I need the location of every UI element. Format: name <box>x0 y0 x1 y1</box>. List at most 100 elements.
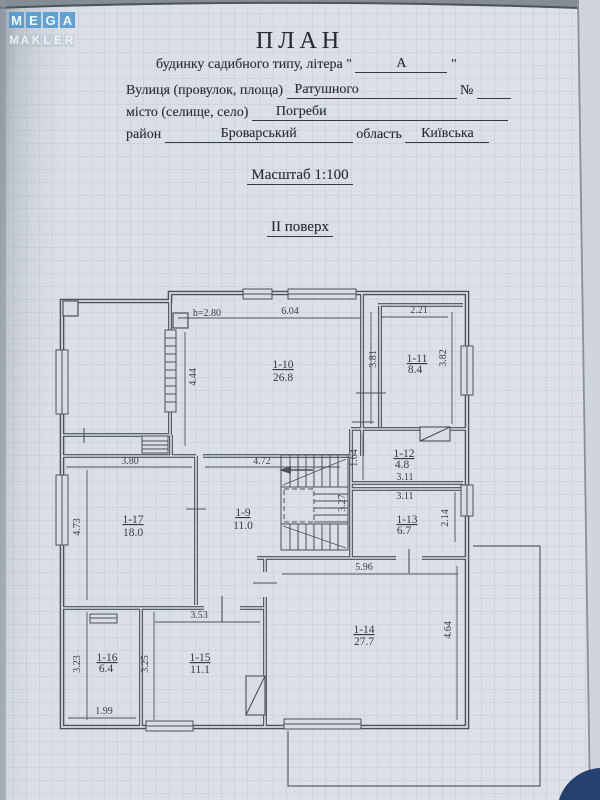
dim-r14-depth: 4.64 <box>443 621 454 639</box>
number-label: № <box>460 83 474 98</box>
vent-shaft-r15 <box>245 675 266 716</box>
page-title: ПЛАН <box>255 28 345 54</box>
window-bottom-r15 <box>145 720 194 732</box>
stair-direction-arrow <box>279 466 313 474</box>
subtitle-line: будинку садибного типу, літера " А " <box>156 56 457 73</box>
right-edge-line <box>577 0 591 800</box>
watermark-letter: E <box>53 34 63 47</box>
right-page-strip <box>578 0 600 800</box>
terrace-outline <box>287 545 541 787</box>
dim-r14-width: 5.96 <box>355 562 373 573</box>
city-value: Погреби <box>251 104 508 121</box>
room-area-1-11: 8.4 <box>408 364 423 376</box>
city-line: місто (селище, село) Погреби <box>126 104 508 121</box>
district-line: район Броварський область Київська <box>126 126 490 143</box>
window-left-terrace <box>55 349 69 415</box>
watermark-letter: E <box>26 12 41 28</box>
number-value <box>476 82 511 99</box>
room-area-1-17: 18.0 <box>123 527 143 539</box>
staircase <box>279 454 349 551</box>
floor-line: ІІ поверх <box>0 219 600 237</box>
windows <box>55 288 474 732</box>
dim-r11-right: 3.82 <box>438 349 449 367</box>
room-area-1-16: 6.4 <box>99 663 114 675</box>
dim-r17-depth: 4.73 <box>72 518 83 536</box>
room-id-1-11: 1-11 <box>407 353 428 365</box>
room-area-1-12: 4.8 <box>395 459 410 471</box>
dim-r11-left: 3.81 <box>368 350 379 368</box>
watermark-letter: M <box>9 34 19 47</box>
vent-shafts <box>245 426 451 716</box>
room-area-1-15: 11.1 <box>190 664 210 676</box>
room-area-1-13: 6.7 <box>397 525 412 537</box>
window-small-r16 <box>89 613 118 624</box>
room-area-1-9: 11.0 <box>233 520 253 532</box>
quote-close: " <box>450 57 457 72</box>
subtitle-label: будинку садибного типу, літера <box>156 57 343 72</box>
dim-stair-depth: 3.27 <box>337 494 348 512</box>
window-right-r13 <box>460 484 474 517</box>
quote-open: " <box>346 57 352 72</box>
room-id-1-12: 1-12 <box>393 448 414 460</box>
dim-r16-depth: 3.23 <box>72 655 83 673</box>
room-id-1-13: 1-13 <box>396 514 417 526</box>
room-labels: 1-10 26.8 1-11 8.4 1-12 4.8 1-13 6.7 1-9… <box>96 353 427 676</box>
top-edge-line <box>0 1 600 10</box>
watermark-letter: G <box>43 12 58 28</box>
window-top-right <box>287 288 357 300</box>
watermark-letter: K <box>31 34 41 47</box>
city-label: місто (селище, село) <box>126 105 249 120</box>
dim-r12-width: 3.11 <box>396 472 413 483</box>
window-top-left <box>242 288 273 300</box>
dim-r10-depth: 4.44 <box>188 368 199 386</box>
dim-r12-height: 1.64 <box>349 449 360 467</box>
watermark-letter: A <box>20 34 30 47</box>
room-id-1-9: 1-9 <box>235 507 251 519</box>
logo-circle-fragment <box>558 768 600 800</box>
stair-opening-dashed <box>283 488 315 523</box>
room-id-1-10: 1-10 <box>272 359 293 371</box>
dimension-lines <box>66 312 458 720</box>
watermark-letter: L <box>42 34 52 47</box>
window-right-r11 <box>460 345 474 396</box>
dimension-labels: h=2.80 6.04 4.44 2.21 3.81 3.82 1.64 3.1… <box>72 305 454 717</box>
region-label: область <box>356 127 402 142</box>
glazed-wall-terrace <box>164 329 177 413</box>
floor-note: ІІ поверх <box>267 219 333 237</box>
dim-r9-width: 4.72 <box>253 456 271 467</box>
room-area-1-10: 26.8 <box>273 372 293 384</box>
district-value: Броварський <box>164 126 353 143</box>
top-edge-shadow <box>0 0 600 9</box>
letter-value: А <box>355 56 448 73</box>
watermark-letter: R <box>64 34 74 47</box>
scale-line: Масштаб 1:100 <box>0 167 600 185</box>
street-line: Вулиця (провулок, площа) Ратушного № <box>126 82 511 99</box>
vent-shaft-r12 <box>419 426 451 442</box>
region-value: Київська <box>405 126 490 143</box>
dim-r10-width: 6.04 <box>281 306 299 317</box>
room-id-1-17: 1-17 <box>122 514 143 526</box>
street-value: Ратушного <box>286 82 457 99</box>
chimney-block <box>172 312 189 329</box>
dim-r13-width: 3.11 <box>396 491 413 502</box>
room-area-1-14: 27.7 <box>354 636 374 648</box>
dim-r17-width: 3.80 <box>121 456 139 467</box>
dim-r16-width: 1.99 <box>95 706 113 717</box>
dim-r15-depth: 3.25 <box>140 655 151 673</box>
window-bottom-r14 <box>283 718 362 730</box>
dim-r13-right: 2.14 <box>440 509 451 527</box>
steps-terrace <box>141 435 169 454</box>
watermark-letter: A <box>60 12 75 28</box>
room-id-1-14: 1-14 <box>353 624 374 636</box>
street-label: Вулиця (провулок, площа) <box>126 83 284 98</box>
watermark-letter: M <box>9 12 24 28</box>
chimney-corner-block <box>62 300 79 317</box>
scale-note: Масштаб 1:100 <box>247 167 353 185</box>
window-left-r17 <box>55 474 69 546</box>
door-ticks <box>83 392 410 622</box>
